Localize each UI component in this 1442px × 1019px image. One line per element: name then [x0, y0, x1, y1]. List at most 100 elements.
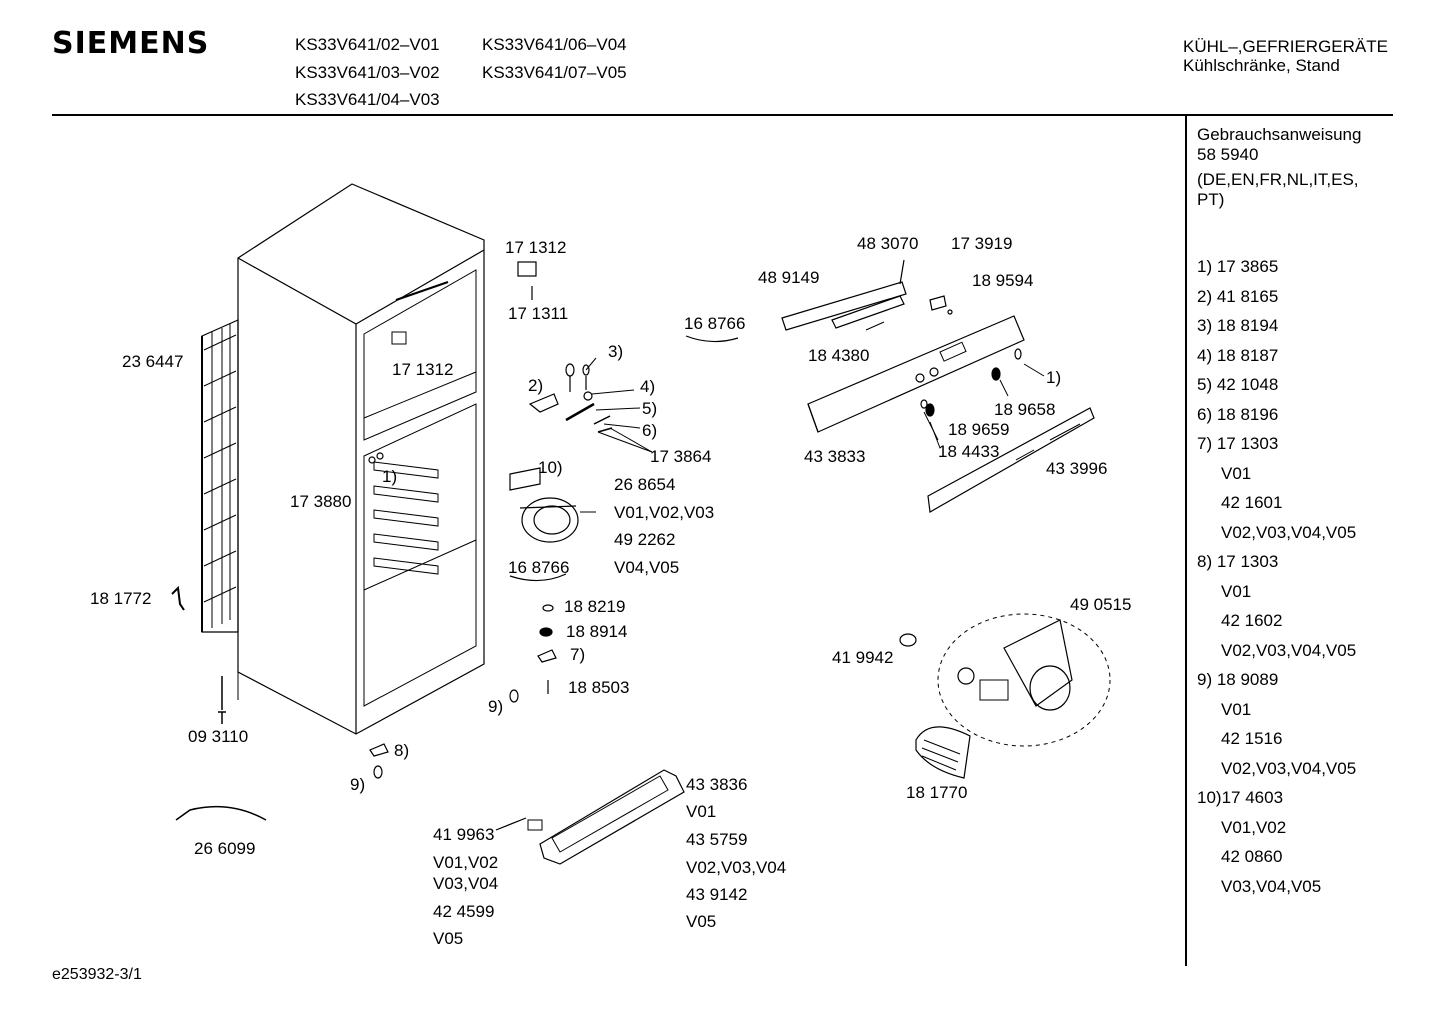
- label-ref-1: 1): [382, 467, 397, 486]
- model-item: KS33V641/02–V01: [295, 35, 440, 54]
- model-item: KS33V641/06–V04: [482, 35, 627, 54]
- part-small-items: [171, 585, 557, 821]
- part-fan-housing: [509, 467, 579, 543]
- part-light-assembly: [899, 613, 1111, 747]
- label-ref-6: 6): [642, 421, 657, 440]
- label-171311: 17 1311: [508, 304, 568, 323]
- manual-languages: (DE,EN,FR,NL,IT,ES,: [1197, 170, 1359, 189]
- label-419942: 41 9942: [832, 648, 893, 667]
- condenser-grid: [201, 319, 239, 633]
- part-entry: 42 0860: [1221, 847, 1283, 866]
- label-ref-2: 2): [528, 376, 543, 395]
- label-variant: V04,V05: [614, 558, 679, 577]
- manual-title: Gebrauchsanweisung: [1197, 125, 1362, 144]
- label-ref-8: 8): [394, 741, 409, 760]
- label-189659: 18 9659: [948, 420, 1009, 439]
- label-184433: 18 4433: [938, 442, 999, 461]
- part-cable: [509, 335, 739, 582]
- part-bottom-grille: [495, 769, 685, 865]
- label-181772: 18 1772: [90, 589, 151, 608]
- part-entry: 6) 18 8196: [1197, 404, 1279, 424]
- label-ref-3: 3): [608, 342, 623, 361]
- model-column-left: KS33V641/02–V01 KS33V641/03–V02 KS33V641…: [295, 31, 440, 114]
- part-entry: V02,V03,V04,V05: [1221, 640, 1357, 660]
- label-171312: 17 1312: [392, 360, 453, 379]
- label-424599: 42 4599: [433, 902, 494, 921]
- label-492262: 49 2262: [614, 530, 675, 549]
- label-ref-1: 1): [1046, 368, 1061, 387]
- label-variant: V01: [686, 802, 716, 821]
- label-ref-4: 4): [640, 377, 655, 396]
- label-188219: 18 8219: [564, 597, 625, 616]
- model-item: KS33V641/03–V02: [295, 62, 440, 82]
- part-entry: 42 1602: [1221, 611, 1283, 630]
- leader-lines: [580, 357, 1045, 513]
- document-code: e253932-3/1: [52, 966, 142, 983]
- part-light-cover: [915, 726, 971, 779]
- label-variant: V01,V02,V03: [614, 503, 714, 522]
- part-knobs: [920, 348, 1022, 417]
- part-entry: 9) 18 9089: [1197, 670, 1279, 689]
- label-093110: 09 3110: [188, 727, 248, 746]
- category-title: KÜHL–,GEFRIERGERÄTE: [1183, 37, 1388, 56]
- label-433996: 43 3996: [1046, 459, 1107, 478]
- part-entry: V01: [1221, 463, 1252, 483]
- refrigerator-cabinet: [237, 183, 485, 735]
- label-181770: 18 1770: [906, 783, 967, 802]
- part-entry: V01,V02: [1221, 817, 1287, 837]
- part-entry: 42 1601: [1221, 493, 1283, 512]
- manual-languages-cont: PT): [1197, 190, 1225, 209]
- part-entry: V03,V04,V05: [1221, 876, 1322, 896]
- part-entry: 4) 18 8187: [1197, 345, 1279, 365]
- label-490515: 49 0515: [1070, 595, 1131, 614]
- label-168766: 16 8766: [508, 558, 569, 577]
- label-419963: 41 9963: [433, 825, 494, 844]
- manual-number: 58 5940: [1197, 145, 1259, 164]
- part-entry: 8) 17 1303: [1197, 552, 1279, 571]
- header-divider: [52, 114, 1393, 116]
- part-entry: 1) 17 3865: [1197, 257, 1279, 276]
- label-433836: 43 3836: [686, 775, 747, 794]
- part-control-board: [781, 259, 953, 331]
- label-236447: 23 6447: [122, 352, 183, 371]
- label-188914: 18 8914: [566, 622, 627, 641]
- label-489149: 48 9149: [758, 268, 819, 287]
- manual-info: Gebrauchsanweisung 58 5940 (DE,EN,FR,NL,…: [1197, 125, 1361, 210]
- label-435759: 43 5759: [686, 830, 747, 849]
- part-entry: V01: [1221, 699, 1252, 719]
- label-ref-9: 9): [488, 697, 503, 716]
- part-entry: V02,V03,V04,V05: [1221, 522, 1357, 542]
- label-184380: 18 4380: [808, 346, 869, 365]
- model-item: KS33V641/07–V05: [482, 62, 627, 82]
- label-variant: V05: [433, 929, 463, 948]
- label-439142: 43 9142: [686, 885, 747, 904]
- part-entry: 7) 17 1303: [1197, 434, 1279, 453]
- label-268654: 26 8654: [614, 475, 675, 494]
- label-variant: V03,V04: [433, 874, 498, 893]
- part-entry: V02,V03,V04,V05: [1221, 758, 1357, 778]
- part-decor-strip: [927, 407, 1095, 513]
- appliance-category: KÜHL–,GEFRIERGERÄTE Kühlschränke, Stand: [1183, 37, 1388, 75]
- part-hinge-top: [517, 261, 537, 300]
- label-433833: 43 3833: [804, 447, 865, 466]
- label-189658: 18 9658: [994, 400, 1055, 419]
- brand-logo: SIEMENS: [52, 26, 210, 61]
- category-subtitle: Kühlschränke, Stand: [1183, 56, 1340, 75]
- label-variant: V01,V02: [433, 853, 498, 872]
- sidebar-divider: [1185, 114, 1187, 966]
- label-ref-7: 7): [570, 645, 585, 664]
- model-item: KS33V641/04–V03: [295, 90, 440, 109]
- label-266099: 26 6099: [194, 839, 255, 858]
- part-entry: 5) 42 1048: [1197, 375, 1279, 394]
- label-ref-5: 5): [642, 399, 657, 418]
- label-171312: 17 1312: [505, 238, 566, 257]
- label-168766: 16 8766: [684, 314, 745, 333]
- model-column-right: KS33V641/06–V04 KS33V641/07–V05: [482, 31, 627, 86]
- part-small-screws: [528, 363, 613, 433]
- label-189594: 18 9594: [972, 271, 1033, 290]
- part-entry: 10)17 4603: [1197, 788, 1284, 807]
- exploded-parts-diagram: 23 6447 18 1772 09 3110 17 3880 1) 17 13…: [90, 183, 1131, 948]
- part-entry: 2) 41 8165: [1197, 286, 1279, 306]
- label-173864: 17 3864: [650, 447, 711, 466]
